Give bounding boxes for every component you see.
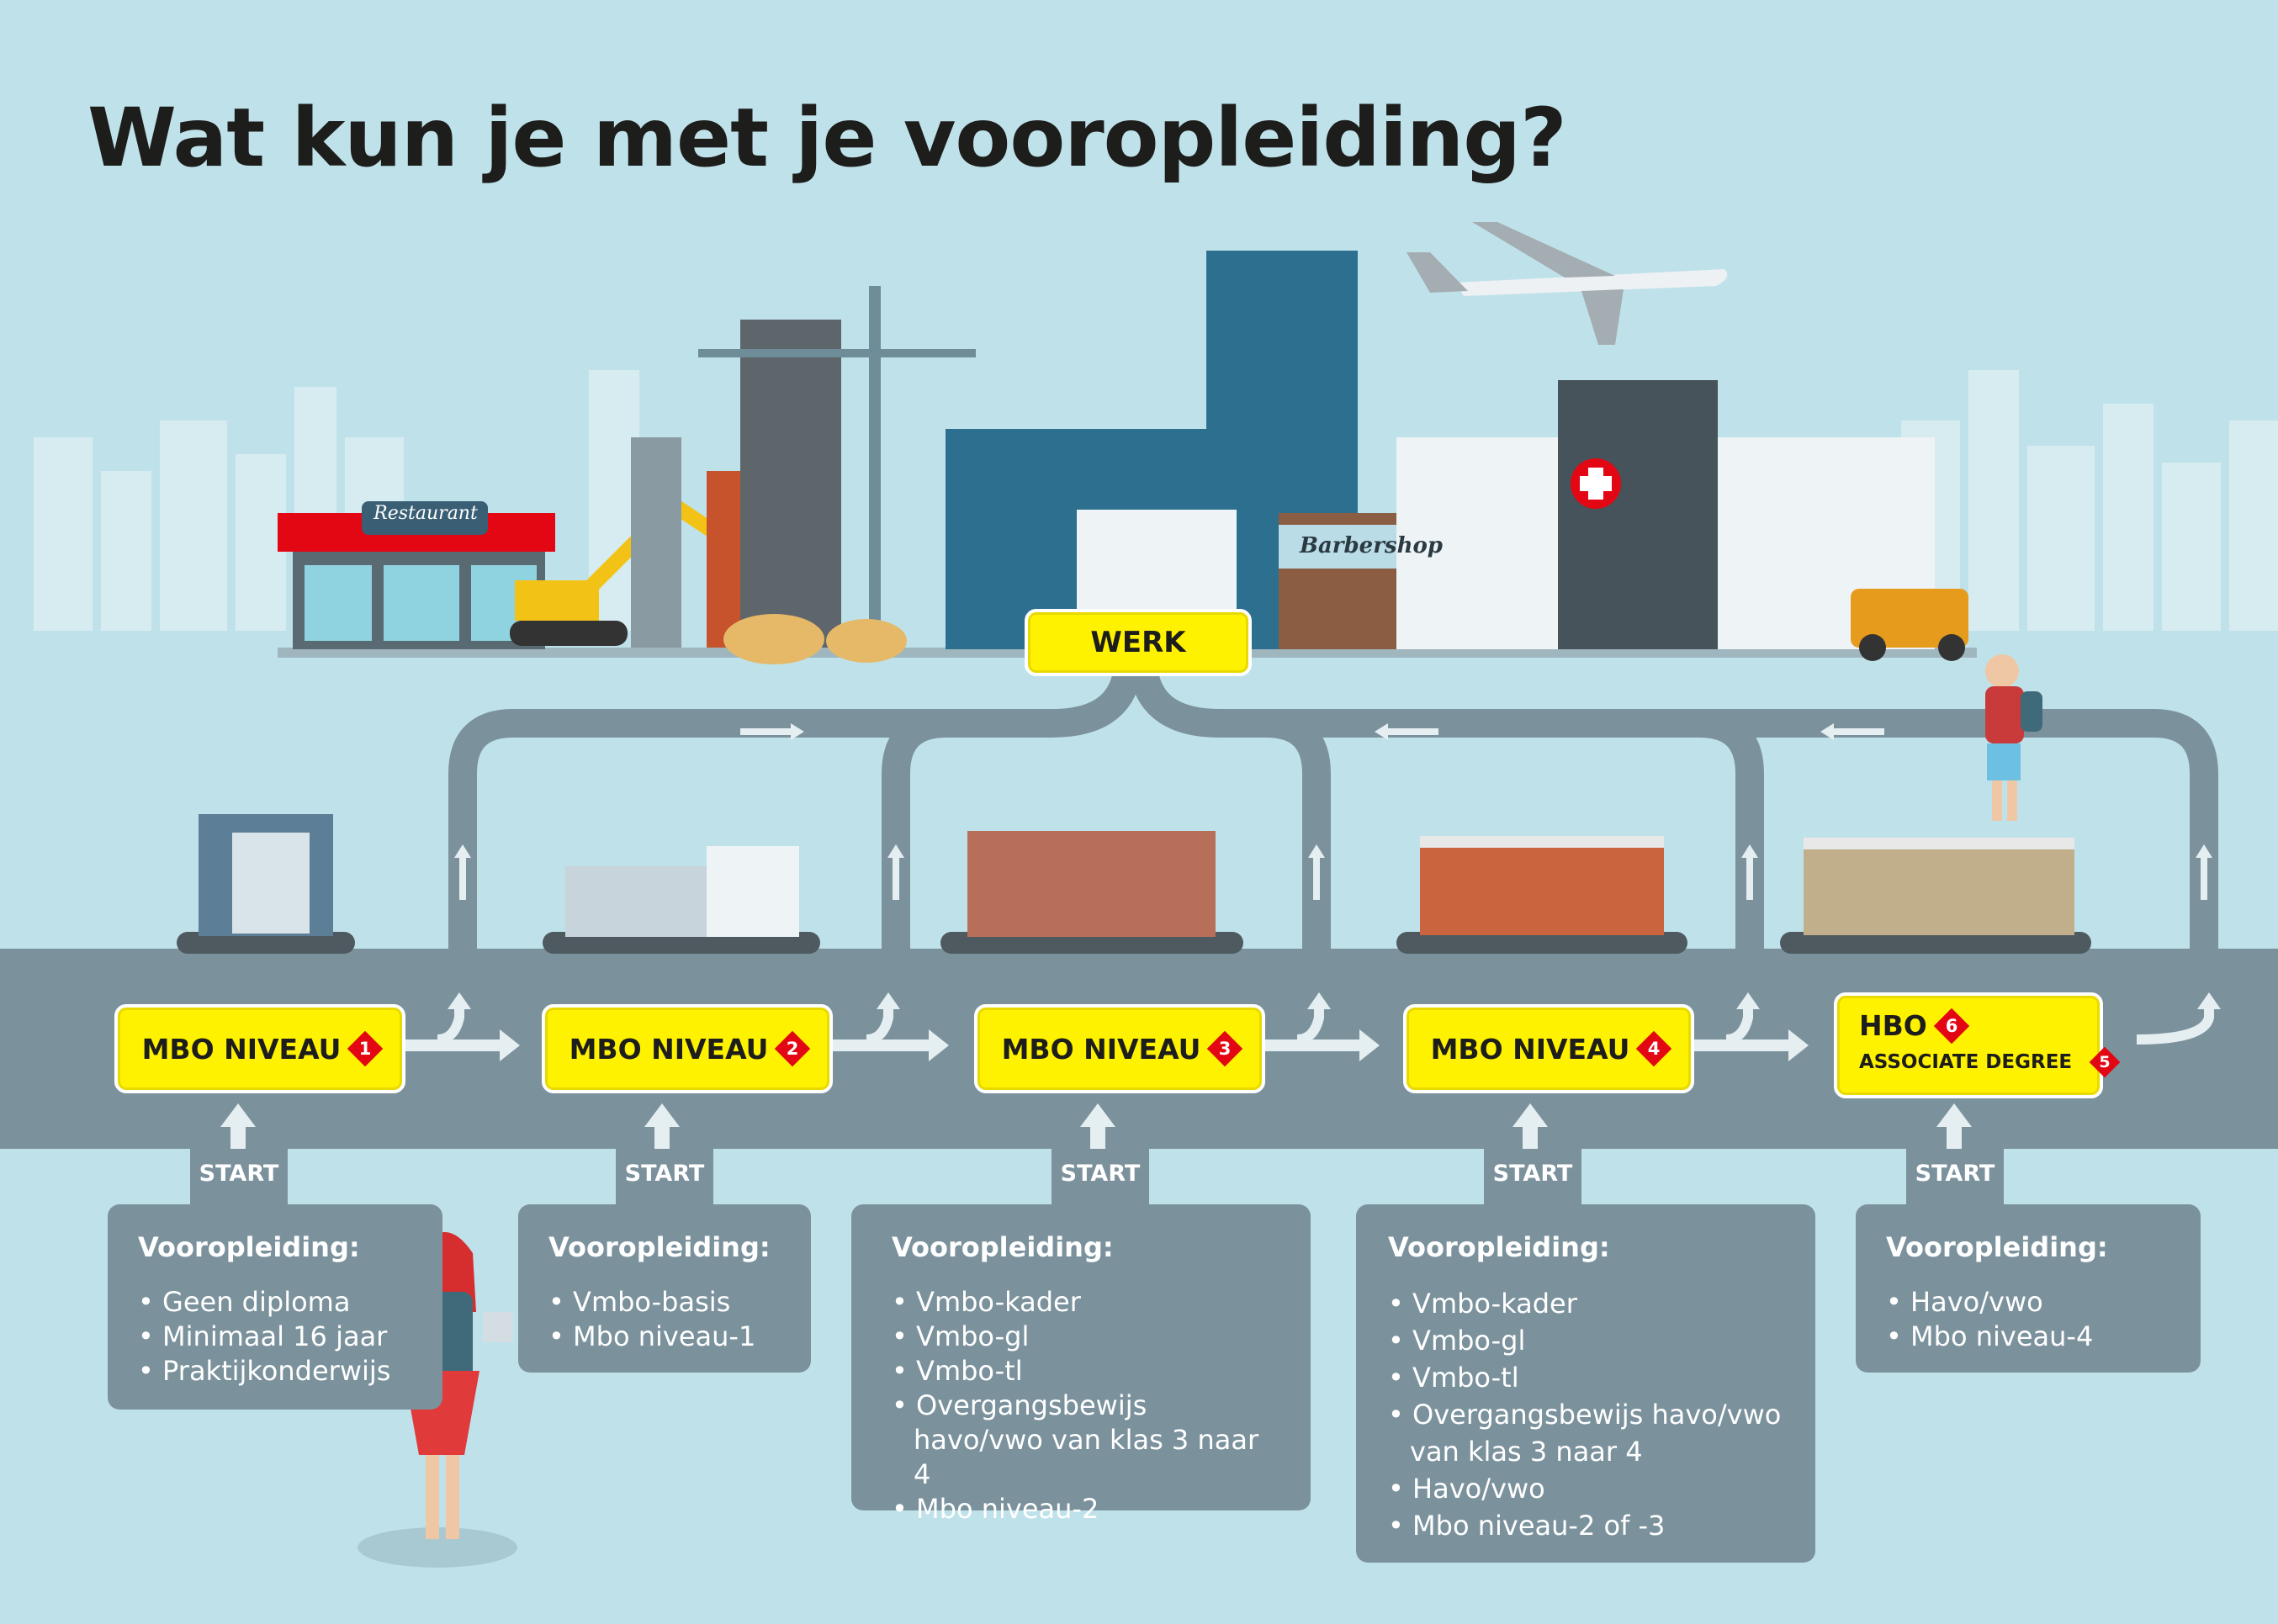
level-label: MBO NIVEAU [1430, 1032, 1630, 1066]
vooropleiding-list: Vmbo-kader Vmbo-gl Vmbo-tl Overgangsbewi… [892, 1285, 1280, 1526]
start-tab-5: START [1906, 1149, 2004, 1204]
list-item: Mbo niveau-4 [1886, 1320, 2170, 1354]
road-arrows [454, 723, 2212, 900]
associate-degree-line: ASSOCIATE DEGREE 5 [1859, 1046, 2121, 1078]
hbo-label: HBO [1859, 1009, 1927, 1042]
list-item: Overgangsbewijs havo/vwo van klas 3 naar… [1388, 1396, 1785, 1470]
level-badge: 3 [1207, 1030, 1243, 1067]
level-badge: 4 [1636, 1030, 1672, 1067]
work-city [278, 222, 1977, 664]
level-number: 1 [359, 1039, 372, 1059]
list-item: Vmbo-tl [1388, 1359, 1785, 1396]
list-item: Vmbo-tl [892, 1354, 1280, 1389]
werk-label: WERK [1025, 609, 1252, 676]
associate-degree-badge: 5 [2089, 1046, 2121, 1078]
vooropleiding-box-3: Vooropleiding: Vmbo-kader Vmbo-gl Vmbo-t… [851, 1204, 1311, 1525]
vooropleiding-list: Vmbo-kader Vmbo-gl Vmbo-tl Overgangsbewi… [1388, 1285, 1785, 1544]
list-item: Overgangsbewijs havo/vwo van klas 3 naar… [892, 1389, 1280, 1492]
hbo-number: 6 [1945, 1015, 1958, 1036]
list-item: Praktijkonderwijs [138, 1354, 412, 1389]
level-badge: 2 [775, 1030, 811, 1067]
level-number: 4 [1648, 1039, 1661, 1059]
list-item: Minimaal 16 jaar [138, 1320, 412, 1354]
vooropleiding-list: Vmbo-basis Mbo niveau-1 [548, 1285, 781, 1354]
start-tab-4: START [1484, 1149, 1581, 1204]
vooropleiding-list: Geen diploma Minimaal 16 jaar Praktijkon… [138, 1285, 412, 1389]
school-buildings [177, 814, 2091, 954]
level-box-mbo-3: MBO NIVEAU 3 [974, 1004, 1265, 1093]
vooropleiding-title: Vooropleiding: [1388, 1231, 1610, 1263]
page-title: Wat kun je met je vooropleiding? [87, 91, 1567, 185]
barbershop-sign: Barbershop [1299, 533, 1443, 558]
vooropleiding-title: Vooropleiding: [892, 1231, 1114, 1263]
list-item: Mbo niveau-2 of -3 [1388, 1507, 1785, 1544]
vooropleiding-box-1: Vooropleiding: Geen diploma Minimaal 16 … [108, 1204, 442, 1410]
level-badge: 1 [347, 1030, 384, 1067]
road-to-werk [448, 669, 2218, 950]
list-item: Havo/vwo [1886, 1285, 2170, 1320]
list-item: Vmbo-gl [892, 1320, 1280, 1354]
start-tab-3: START [1052, 1149, 1149, 1204]
hbo-badge: 6 [1933, 1008, 1970, 1044]
level-box-hbo: HBO 6 ASSOCIATE DEGREE 5 [1834, 992, 2121, 1098]
vooropleiding-title: Vooropleiding: [138, 1231, 360, 1263]
associate-degree-number: 5 [2099, 1053, 2111, 1071]
level-box-mbo-4: MBO NIVEAU 4 [1403, 1004, 1694, 1093]
level-number: 2 [787, 1039, 799, 1059]
vooropleiding-list: Havo/vwo Mbo niveau-4 [1886, 1285, 2170, 1354]
level-box-mbo-2: MBO NIVEAU 2 [542, 1004, 833, 1093]
list-item: Vmbo-gl [1388, 1322, 1785, 1359]
start-tab-2: START [616, 1149, 713, 1204]
vooropleiding-box-4: Vooropleiding: Vmbo-kader Vmbo-gl Vmbo-t… [1356, 1204, 1815, 1563]
level-number: 3 [1219, 1039, 1232, 1059]
vooropleiding-title: Vooropleiding: [548, 1231, 771, 1263]
hbo-line: HBO 6 [1859, 1008, 1970, 1044]
level-box-mbo-1: MBO NIVEAU 1 [114, 1004, 405, 1093]
list-item: Vmbo-basis [548, 1285, 781, 1320]
list-item: Mbo niveau-2 [892, 1492, 1280, 1526]
vooropleiding-box-5: Vooropleiding: Havo/vwo Mbo niveau-4 [1856, 1204, 2201, 1373]
list-item: Mbo niveau-1 [548, 1320, 781, 1354]
man-figure [1985, 654, 2042, 821]
list-item: Havo/vwo [1388, 1470, 1785, 1507]
list-item: Vmbo-kader [1388, 1285, 1785, 1322]
level-label: MBO NIVEAU [569, 1032, 769, 1066]
associate-degree-label: ASSOCIATE DEGREE [1859, 1051, 2073, 1073]
restaurant-sign: Restaurant [373, 503, 478, 524]
werk-text: WERK [1090, 626, 1186, 659]
level-label: MBO NIVEAU [1001, 1032, 1201, 1066]
list-item: Geen diploma [138, 1285, 412, 1320]
level-arrows [220, 992, 2221, 1162]
vooropleiding-title: Vooropleiding: [1886, 1231, 2108, 1263]
level-label: MBO NIVEAU [141, 1032, 342, 1066]
list-item: Vmbo-kader [892, 1285, 1280, 1320]
vooropleiding-box-2: Vooropleiding: Vmbo-basis Mbo niveau-1 [518, 1204, 811, 1373]
start-tab-1: START [190, 1149, 288, 1204]
